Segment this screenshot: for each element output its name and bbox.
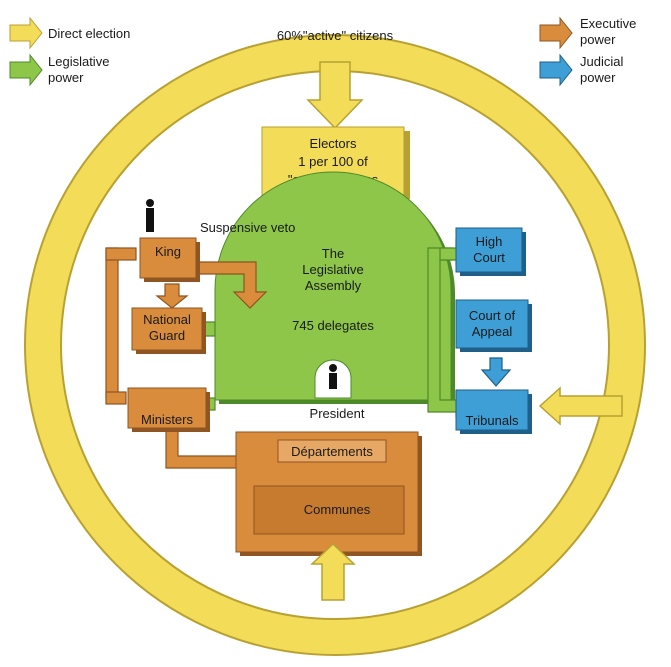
- high-court-box: [455, 227, 523, 273]
- national-guard-box: [131, 307, 203, 351]
- court-of-appeal-label-1: Court of: [469, 308, 516, 323]
- president-label: President: [310, 406, 365, 421]
- high-court-label-1: High: [476, 234, 503, 249]
- ministers-label: Ministers: [141, 412, 194, 427]
- king-box: [139, 237, 197, 279]
- legend-direct-election-label: Direct election: [48, 26, 130, 41]
- legend-judicial-label-2: power: [580, 70, 616, 85]
- court-of-appeal-box: [455, 299, 529, 349]
- ring-to-tribunals-arrow: [538, 386, 623, 426]
- king-figure-icon: [146, 199, 154, 232]
- departements-box: [277, 439, 387, 463]
- citizens-ring: [26, 36, 644, 654]
- ring-to-communes-arrow: [310, 542, 356, 601]
- legend-judicial-label-1: Judicial: [580, 54, 623, 69]
- electors-line1: Electors: [310, 136, 357, 151]
- assembly-line2: Legislative: [302, 262, 363, 277]
- legend-executive-label-2: power: [580, 32, 616, 47]
- national-guard-label-1: National: [143, 312, 191, 327]
- court-of-appeal-label-2: Appeal: [472, 324, 513, 339]
- tribunals-box: [455, 389, 529, 431]
- president-figure-icon: [329, 364, 337, 389]
- legend-legislative-label-1: Legislative: [48, 54, 109, 69]
- assembly-line3: Assembly: [305, 278, 362, 293]
- high-court-label-2: Court: [473, 250, 505, 265]
- legend: Direct election Legislative power Execut…: [9, 16, 636, 87]
- legend-executive-arrow-icon: [539, 16, 573, 50]
- legend-legislative-arrow-icon: [9, 53, 43, 87]
- tribunals-label: Tribunals: [466, 413, 519, 428]
- departements-label: Départements: [291, 444, 373, 459]
- legend-legislative-label-2: power: [48, 70, 84, 85]
- ministers-box: [127, 387, 207, 429]
- assembly-delegates: 745 delegates: [292, 318, 374, 333]
- legend-executive-label-1: Executive: [580, 16, 636, 31]
- ring-label: 60%"active" citizens: [277, 28, 394, 43]
- communes-box: [253, 485, 405, 535]
- legend-judicial-arrow-icon: [539, 53, 573, 87]
- ring-to-electors-arrow: [306, 61, 364, 130]
- legend-direct-election-arrow-icon: [9, 16, 43, 50]
- communes-label: Communes: [304, 502, 371, 517]
- assembly-line1: The: [322, 246, 344, 261]
- king-label: King: [155, 244, 181, 259]
- electors-line2: 1 per 100 of: [298, 154, 368, 169]
- judicial-connectors: [480, 357, 512, 387]
- suspensive-veto-label: Suspensive veto: [200, 220, 295, 235]
- national-guard-label-2: Guard: [149, 328, 185, 343]
